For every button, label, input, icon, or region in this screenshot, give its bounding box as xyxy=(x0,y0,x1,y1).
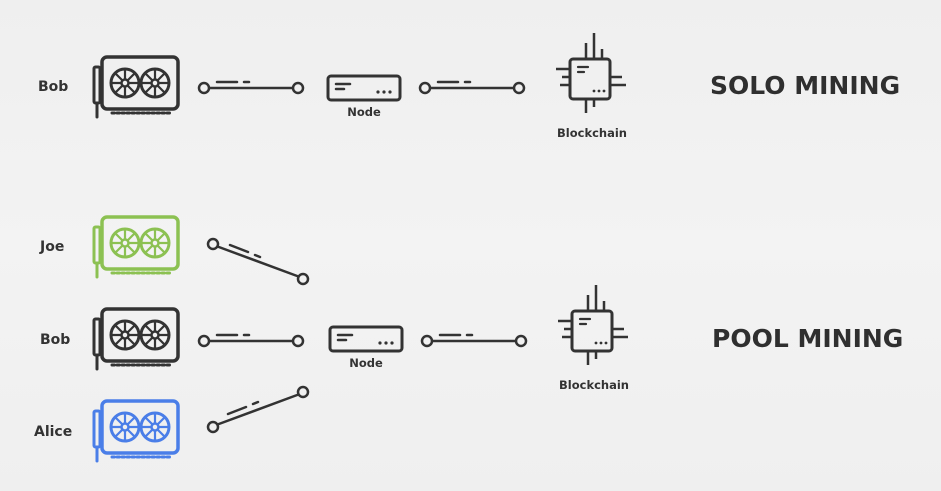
graphics-card-icon xyxy=(92,55,180,119)
pool-mining-title: POOL MINING xyxy=(712,324,903,353)
pool-blockchain-label: Blockchain xyxy=(559,378,629,392)
solo-section: Bob Node Blockchain SOLO MINING xyxy=(38,31,900,140)
chip-icon xyxy=(554,31,628,115)
solo-node-label: Node xyxy=(347,105,381,119)
connection-line-alice xyxy=(206,385,310,434)
connection-line xyxy=(197,333,305,348)
connection-line xyxy=(420,333,528,348)
server-icon xyxy=(326,74,402,102)
graphics-card-icon xyxy=(92,399,180,463)
chip-icon xyxy=(556,283,630,367)
connection-line xyxy=(418,80,526,95)
pool-section: Joe Bob Node Blockchain POOL MINING Alic… xyxy=(34,215,903,463)
pool-miner-label-joe: Joe xyxy=(39,239,64,255)
pool-node-label: Node xyxy=(349,356,383,370)
pool-miner-label-alice: Alice xyxy=(34,424,72,440)
solo-miner-label: Bob xyxy=(38,79,68,95)
connection-line xyxy=(197,80,305,95)
server-icon xyxy=(328,325,404,353)
graphics-card-icon xyxy=(92,215,180,279)
solo-blockchain-label: Blockchain xyxy=(557,126,627,140)
solo-mining-title: SOLO MINING xyxy=(710,71,900,100)
pool-miner-label-bob: Bob xyxy=(40,332,70,348)
connection-line-joe xyxy=(206,237,310,286)
graphics-card-icon xyxy=(92,307,180,371)
